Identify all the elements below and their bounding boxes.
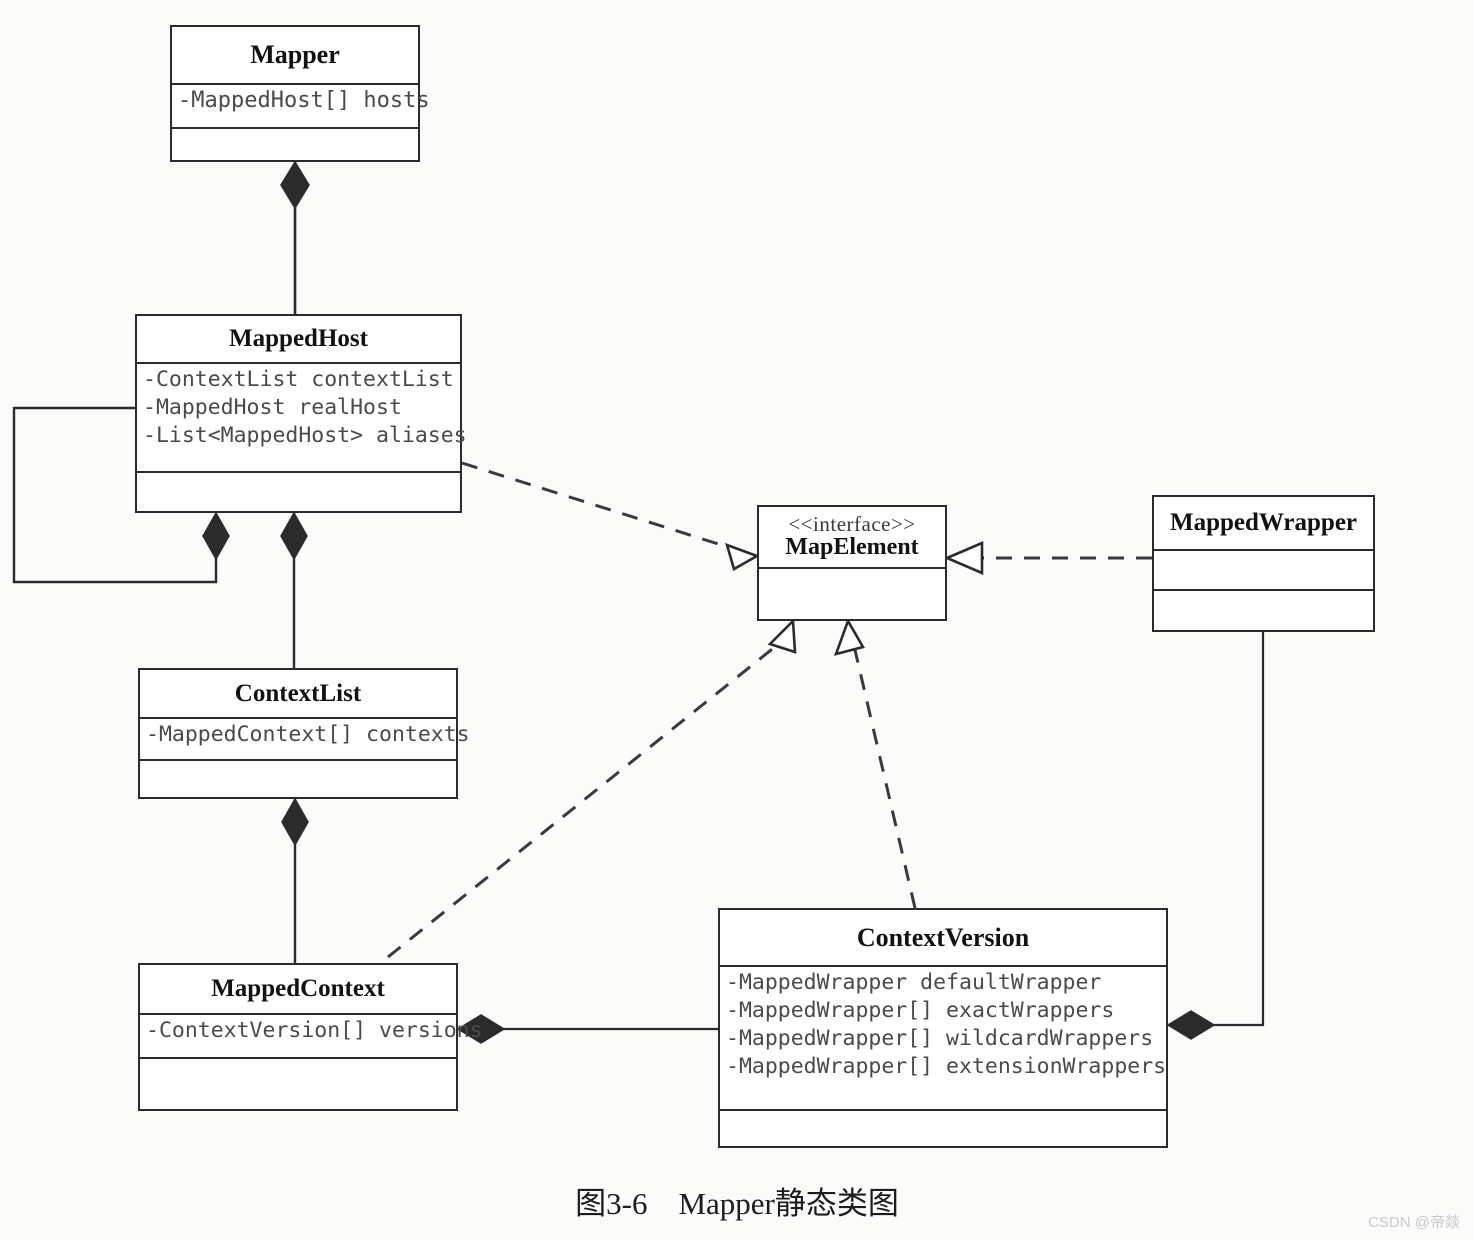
attribute-row: -MappedWrapper[] wildcardWrappers	[726, 1025, 1154, 1051]
class-name-mappedhost: MappedHost	[137, 316, 460, 362]
class-title-text: ContextList	[234, 679, 362, 707]
realization-mappedcontext-mapelement	[387, 618, 797, 959]
class-title-text: MappedWrapper	[1169, 509, 1358, 536]
class-name-mappedwrapper: MappedWrapper	[1154, 497, 1373, 549]
composition-mappedcontext-contextversion	[456, 1014, 718, 1044]
class-name-contextlist: ContextList	[140, 670, 456, 717]
realization-mappedwrapper-mapelement	[943, 541, 1152, 575]
composition-mappedhost-contextlist	[280, 511, 308, 668]
figure-caption: 图3-6 Mapper静态类图	[575, 1186, 899, 1221]
attribute-row: -MappedWrapper[] extensionWrappers	[726, 1053, 1167, 1079]
operations-compartment-mapelement	[759, 567, 945, 623]
class-name-mapelement: <<interface>> MapElement	[759, 507, 945, 567]
class-box-mappedcontext[interactable]: MappedContext -ContextVersion[] versions	[138, 963, 483, 1113]
class-box-contextlist[interactable]: ContextList -MappedContext[] contexts	[138, 668, 470, 801]
class-name-mappedcontext: MappedContext	[140, 965, 456, 1013]
class-title-text: MappedHost	[229, 325, 368, 352]
attributes-compartment-contextversion: -MappedWrapper defaultWrapper -MappedWra…	[720, 965, 1166, 1109]
class-box-contextversion[interactable]: ContextVersion -MappedWrapper defaultWra…	[718, 908, 1168, 1148]
class-name-mapper: Mapper	[172, 27, 418, 83]
csdn-watermark: CSDN @帝燚	[1368, 1214, 1460, 1231]
class-box-mapelement[interactable]: <<interface>> MapElement	[757, 505, 947, 621]
attributes-compartment-mappedhost: -ContextList contextList -MappedHost rea…	[137, 362, 467, 471]
attribute-row: -MappedHost realHost	[143, 394, 402, 420]
attribute-row: -MappedWrapper defaultWrapper	[726, 970, 1102, 995]
attribute-row: -ContextList contextList	[143, 367, 454, 392]
attributes-compartment-mapper: -MappedHost[] hosts	[172, 83, 430, 127]
operations-compartment-mappedcontext	[140, 1057, 456, 1113]
attribute-row: -MappedContext[] contexts	[146, 722, 470, 747]
attribute-row: -MappedWrapper[] exactWrappers	[726, 997, 1115, 1023]
attribute-row: -List<MappedHost> aliases	[143, 422, 467, 448]
operations-compartment-mappedwrapper	[1154, 589, 1373, 634]
class-box-mappedhost[interactable]: MappedHost -ContextList contextList -Map…	[135, 314, 467, 515]
class-title-text: MappedContext	[211, 975, 385, 1002]
class-title-text: ContextVersion	[856, 922, 1030, 952]
attribute-row: -MappedHost[] hosts	[178, 88, 430, 113]
interface-stereotype-label: <<interface>>	[788, 511, 916, 536]
composition-mapper-mappedhost	[280, 160, 310, 314]
class-box-mapper[interactable]: Mapper -MappedHost[] hosts	[170, 25, 430, 164]
attributes-compartment-contextlist: -MappedContext[] contexts	[140, 717, 470, 759]
class-name-contextversion: ContextVersion	[720, 910, 1166, 965]
composition-contextversion-mappedwrapper	[1166, 632, 1265, 1040]
realization-mappedhost-mapelement	[461, 461, 761, 571]
composition-contextlist-mappedcontext	[281, 797, 309, 963]
operations-compartment-mappedhost	[137, 471, 460, 515]
attributes-compartment-mappedcontext: -ContextVersion[] versions	[140, 1013, 483, 1057]
attribute-row: -ContextVersion[] versions	[146, 1018, 483, 1043]
operations-compartment-mapper	[172, 127, 418, 164]
composition-mappedhost-self	[12, 406, 230, 584]
realization-contextversion-mapelement	[833, 617, 917, 909]
class-title-text: MapElement	[785, 534, 919, 561]
class-title-text: Mapper	[250, 40, 340, 69]
class-box-mappedwrapper[interactable]: MappedWrapper	[1152, 495, 1375, 632]
operations-compartment-contextversion	[720, 1109, 1166, 1150]
operations-compartment-contextlist	[140, 759, 456, 801]
attributes-compartment-mappedwrapper	[1154, 549, 1373, 589]
